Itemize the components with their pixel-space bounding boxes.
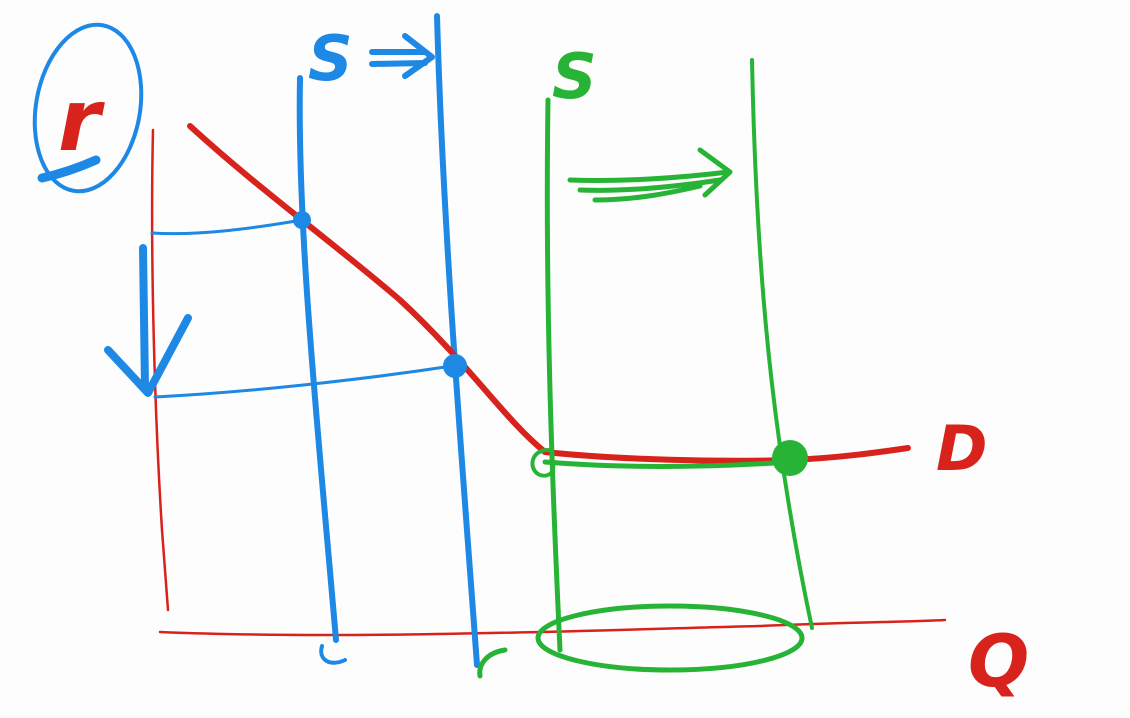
green-small-hook	[530, 448, 556, 478]
price-axis-underline	[37, 155, 101, 183]
price-axis-label: r	[58, 71, 105, 171]
price-guide-high	[150, 218, 304, 236]
price-axis	[150, 128, 170, 612]
blue-supply-line-initial	[296, 75, 339, 643]
green-supply-line-initial	[544, 97, 563, 653]
price-drop-arrow	[104, 244, 192, 397]
green-supply-label: S	[552, 40, 597, 113]
blue-supply-label: S	[308, 22, 353, 95]
price-guide-low	[153, 364, 454, 399]
green-flat-segment	[542, 459, 793, 469]
price-axis-circle	[32, 22, 144, 194]
green-base-hook	[477, 647, 508, 679]
blue-shift-arrow	[369, 33, 435, 79]
green-shift-arrow	[567, 147, 733, 203]
quantity-axis	[158, 618, 947, 637]
liquidity-trap-ellipse	[535, 603, 805, 673]
equilibrium-point-3	[772, 440, 808, 476]
equilibrium-point-1	[293, 211, 311, 229]
demand-label: D	[936, 412, 987, 485]
quantity-axis-label: Q	[968, 619, 1029, 703]
blue-supply-line-shifted	[434, 13, 480, 668]
equilibrium-point-2	[443, 354, 467, 378]
blue-supply-tick	[319, 644, 347, 665]
green-supply-line-shifted	[750, 58, 814, 630]
